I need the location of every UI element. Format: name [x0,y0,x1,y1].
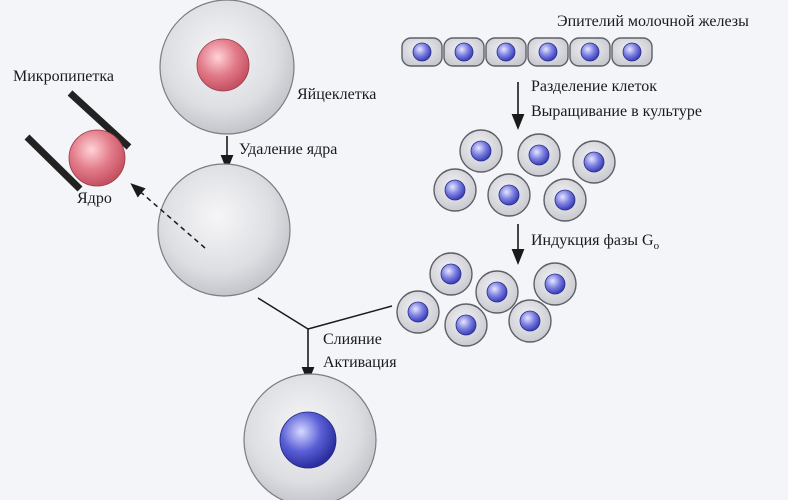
donor-nucleus-in-egg [280,412,336,468]
culture-label: Выращивание в культуре [531,103,702,121]
nucleus-label: Ядро [77,190,112,208]
g0-cell [534,263,576,305]
g0-cell [397,291,439,333]
induction-label-text: Индукция фазы G [531,232,654,249]
egg-label: Яйцеклетка [297,86,376,104]
g0-cells [397,253,576,346]
g0-cell [476,271,518,313]
cultured-cell [544,179,586,221]
fusion-label: Слияние [323,331,382,349]
g0-cell [445,304,487,346]
induction-label: Индукция фазы Go [531,232,659,255]
mammary-epithelium-label: Эпителий молочной железы [557,13,749,31]
cultured-cell [460,130,502,172]
egg-nucleus [197,39,249,91]
cultured-cell [573,141,615,183]
cultured-cell [434,169,476,211]
removed-nucleus [69,130,125,186]
cultured-cell [518,134,560,176]
enucleated-egg-cell [158,164,290,296]
reconstructed-egg [244,374,376,500]
cultured-cells [434,130,615,221]
micropipette-label: Микропипетка [13,68,114,86]
cultured-cell [488,174,530,216]
egg-cell [160,0,294,134]
g0-cell [430,253,472,295]
activation-label: Активация [323,354,397,372]
enucleation-label: Удаление ядра [239,141,337,159]
g0-cell [509,300,551,342]
induction-label-subscript: o [654,240,660,252]
separation-label: Разделение клеток [531,78,657,96]
mammary-epithelium-row [402,38,652,66]
